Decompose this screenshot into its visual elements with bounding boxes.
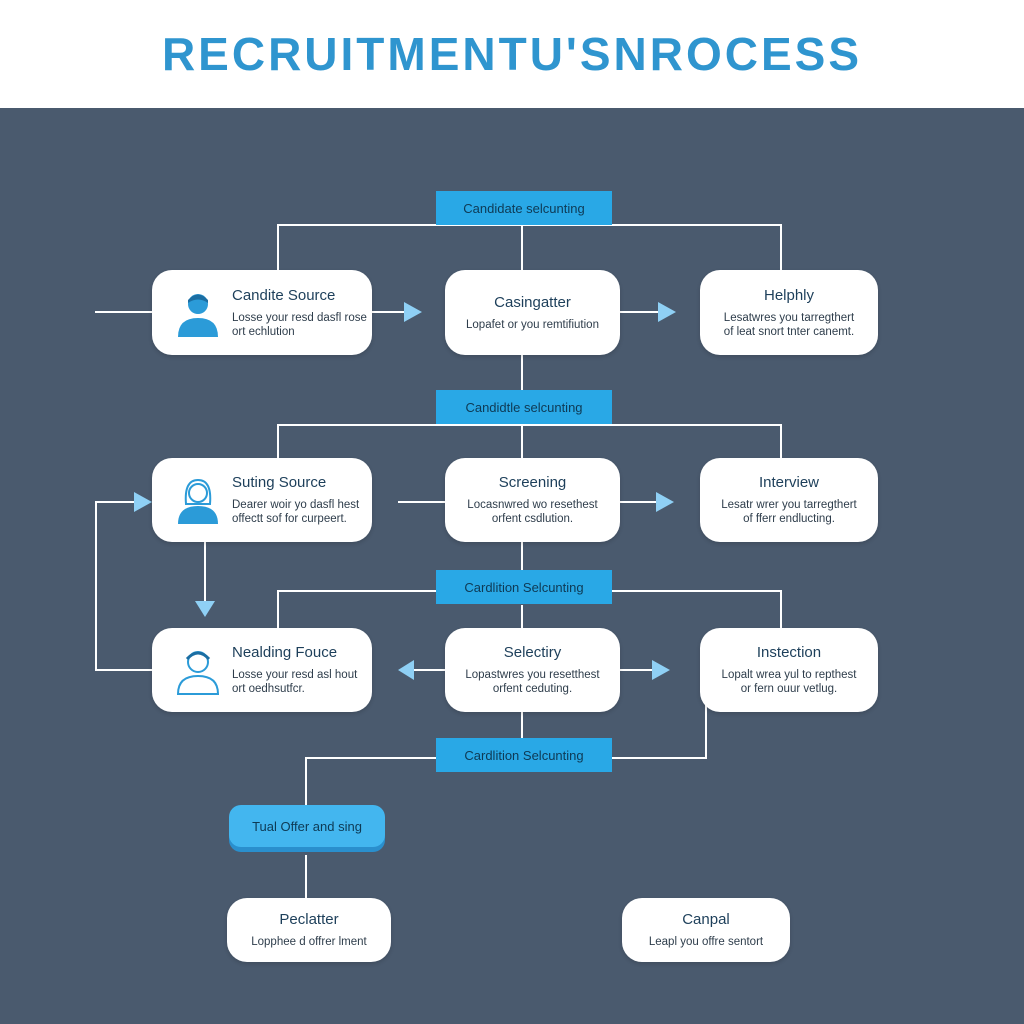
offer-stage-pill: Tual Offer and sing — [229, 805, 385, 847]
arrow-right-5 — [652, 660, 670, 680]
person-long-hair-icon — [178, 478, 218, 524]
step-description: Lopalt wrea yul to repthest or fern ouur… — [721, 669, 857, 695]
step-card-candidate-source: Candite Source Losse your resd dasfl ros… — [152, 270, 372, 355]
arrow-left-1 — [398, 660, 414, 680]
step-description: Locasnwred wo resethest orfent csdlution… — [467, 499, 598, 525]
arrow-right-1 — [404, 302, 422, 322]
step-card-nealding-fouce: Nealding Fouce Losse your resd asl hout … — [152, 628, 372, 712]
step-title: Screening — [498, 474, 567, 491]
step-title: Interview — [758, 474, 820, 491]
step-title: Suting Source — [232, 474, 327, 491]
stage-band: Candidate selcunting — [436, 191, 612, 225]
step-title: Instection — [756, 644, 822, 661]
step-description: Lopphee d offrer lment — [251, 936, 367, 948]
arrow-right-4 — [656, 492, 674, 512]
step-card-interview: Interview Lesatr wrer you tarregthert of… — [700, 458, 878, 542]
step-description: Leapl you offre sentort — [648, 936, 764, 948]
stage-band: Cardlition Selcunting — [436, 570, 612, 604]
step-title: Canpal — [682, 911, 730, 928]
step-description: Lesatwres you tarregthert of leat snort … — [723, 311, 855, 338]
page-title: RECRUITMENTU'SNROCESS — [161, 28, 863, 80]
arrow-right-2 — [658, 302, 676, 322]
step-description: Losse your resd asl hout ort oedhsutfcr. — [232, 669, 358, 695]
tier-4-connectors — [305, 700, 707, 898]
step-card-screening: Screening Locasnwred wo resethest orfent… — [445, 458, 620, 542]
step-title: Selectiry — [503, 644, 562, 661]
step-title: Helphly — [763, 286, 815, 304]
step-card-canpal: Canpal Leapl you offre sentort — [622, 898, 790, 962]
step-card-suting-source: Suting Source Dearer woir yo dasfl hest … — [152, 458, 372, 542]
step-title: Nealding Fouce — [232, 644, 338, 661]
arrow-right-3 — [134, 492, 152, 512]
arrowheads — [134, 302, 676, 680]
person-icon — [178, 293, 218, 337]
step-description: Dearer woir yo dasfl hest offectt sof fo… — [232, 499, 360, 525]
tier-2-connectors — [95, 424, 782, 671]
step-description: Lopafet or you remtifiution — [466, 318, 599, 331]
step-title: Peclatter — [279, 911, 339, 928]
stage-band: Candidtle selcunting — [436, 390, 612, 424]
header-banner: RECRUITMENTU'SNROCESS — [0, 0, 1024, 108]
arrow-down-1 — [195, 601, 215, 617]
step-title: Casingatter — [494, 293, 571, 311]
tier-1-connectors — [95, 224, 782, 313]
step-description: Lopastwres you resetthest orfent cedutin… — [465, 669, 600, 695]
stage-band: Cardlition Selcunting — [436, 738, 612, 772]
step-description: Lesatr wrer you tarregthert of fferr end… — [721, 499, 857, 525]
step-card-helphly: Helphly Lesatwres you tarregthert of lea… — [700, 270, 878, 355]
step-title: Candite Source — [232, 286, 336, 304]
step-card-instection: Instection Lopalt wrea yul to repthest o… — [700, 628, 878, 712]
person-outline-icon — [176, 651, 220, 695]
step-description: Losse your resd dasfl rose ort echlution — [232, 311, 367, 338]
step-card-casingatter: Casingatter Lopafet or you remtifiution — [445, 270, 620, 355]
step-card-selectiry: Selectiry Lopastwres you resetthest orfe… — [445, 628, 620, 712]
step-card-peclatter: Peclatter Lopphee d offrer lment — [227, 898, 391, 962]
